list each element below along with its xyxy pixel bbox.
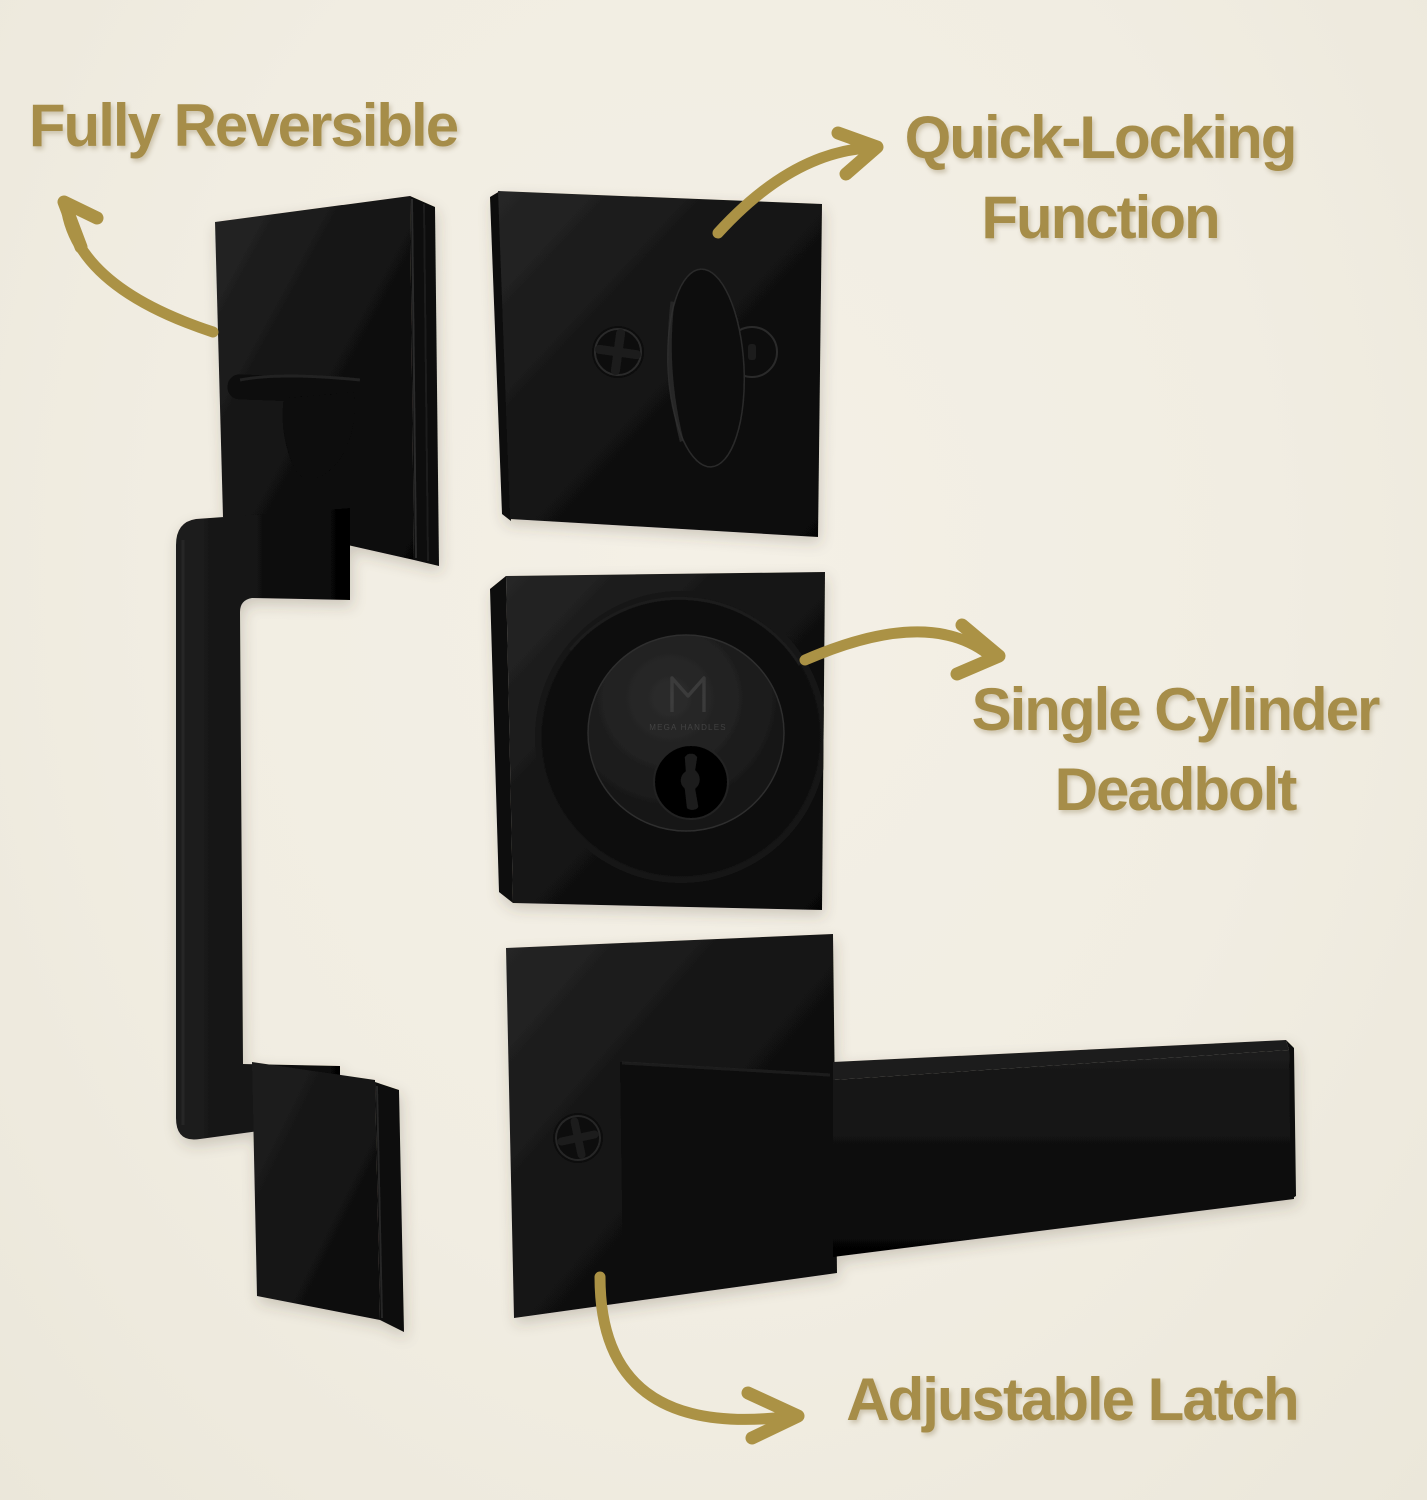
keyhole-icon — [653, 744, 729, 820]
screw-icon — [553, 1113, 603, 1163]
callout-fully-reversible: Fully Reversible — [28, 92, 459, 159]
arrow-single-cylinder-icon — [799, 618, 1006, 681]
lock-cylinder-face — [587, 634, 785, 832]
lever-bar — [833, 1050, 1294, 1257]
arrow-adjustable-latch-icon — [594, 1271, 805, 1445]
arrow-fully-reversible-icon — [57, 195, 219, 338]
handleset-grip — [176, 508, 350, 1140]
deadbolt-interior-plate — [498, 191, 822, 537]
thumb-latch — [227, 374, 372, 480]
callout-adjustable-latch: Adjustable Latch — [846, 1366, 1299, 1433]
deadbolt-interior-image — [490, 191, 822, 537]
handleset-plate-edge — [410, 196, 439, 566]
callout-quick-locking-function: Quick-Locking Function — [904, 104, 1298, 252]
deadbolt-exterior-image: MEGA HANDLES — [490, 572, 825, 910]
handleset-base-edge — [375, 1082, 404, 1332]
arrow-quick-locking-icon — [712, 126, 884, 239]
handleset-image — [176, 196, 439, 1332]
thumbturn — [666, 268, 746, 468]
handleset-base-plate — [252, 1062, 380, 1320]
door-lever-image — [506, 934, 1296, 1318]
lever-bar-top — [833, 1040, 1289, 1080]
screw-icon — [592, 326, 644, 378]
brand-mark-text: MEGA HANDLES — [649, 723, 727, 732]
brand-mark: MEGA HANDLES — [649, 676, 727, 732]
annotation-arrows — [57, 126, 1006, 1445]
callout-single-cylinder-deadbolt: Single Cylinder Deadbolt — [971, 676, 1381, 824]
